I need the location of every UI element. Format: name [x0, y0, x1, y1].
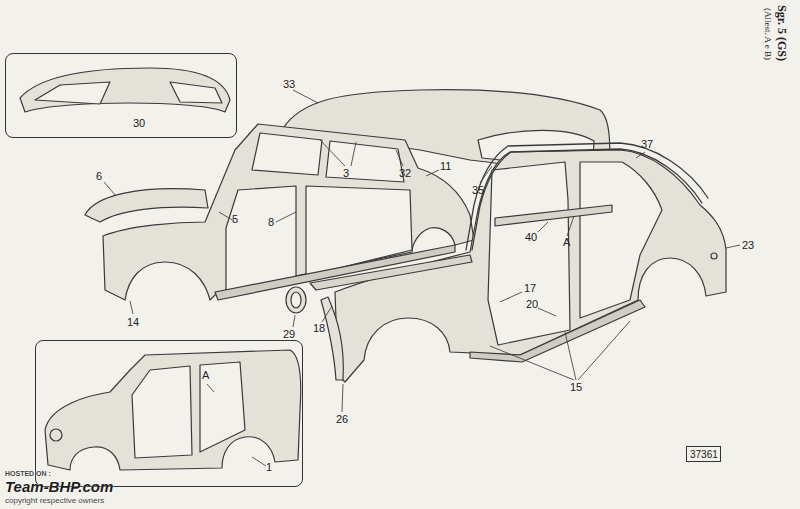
callout-number: 5	[232, 213, 238, 225]
headlight-ring	[291, 292, 301, 308]
door-opening	[488, 162, 570, 345]
door-opening	[580, 162, 662, 318]
roof-opening	[170, 82, 222, 103]
headlight-ring	[286, 287, 306, 313]
door-opening	[132, 366, 192, 458]
section-subtitle: (Allest. A e B)	[762, 8, 772, 60]
callout-number: 37	[641, 138, 653, 150]
callout-number: 3	[343, 167, 349, 179]
fender-moulding	[310, 255, 472, 290]
drawing-number: 37361	[690, 449, 718, 460]
callout-number: 29	[283, 328, 295, 340]
roof-rail-strip	[472, 149, 702, 250]
leader-lines	[104, 90, 740, 466]
callout-number: 26	[336, 413, 348, 425]
callout-number: 1	[266, 461, 272, 473]
roof-rail	[495, 205, 612, 226]
body-shell	[45, 350, 301, 470]
callout-letter: A	[563, 236, 570, 248]
windshield-opening	[252, 133, 322, 175]
callout-number: 23	[742, 239, 754, 251]
callout-number: 11	[440, 160, 451, 172]
section-title: Sgr. 5 (GS)	[775, 5, 788, 61]
drawing-number-box: 37361	[686, 446, 721, 462]
watermark: Team-BHP.com	[5, 479, 113, 496]
callout-number: 6	[96, 170, 102, 182]
door-opening	[226, 186, 296, 290]
inset-frame: A1	[35, 340, 303, 487]
watermark: copyright respective owners	[5, 497, 104, 506]
watermark: HOSTED ON :	[5, 470, 51, 478]
callout-number: A	[202, 369, 209, 381]
sill	[470, 300, 645, 362]
headlight	[50, 429, 62, 441]
roof-opening	[35, 82, 110, 104]
callout-number: 32	[399, 167, 411, 179]
callout-number: 35	[472, 184, 484, 196]
callout-number: 18	[313, 322, 325, 334]
body-side	[335, 150, 726, 382]
fender-panel	[85, 189, 208, 222]
callout-number: 15	[570, 381, 582, 393]
callout-number: 8	[268, 216, 274, 228]
callout-number: 20	[526, 298, 538, 310]
callout-number: 33	[283, 78, 295, 90]
roof-panel	[20, 68, 230, 112]
inset-frame: 30	[5, 53, 237, 138]
callout-number: 17	[524, 282, 536, 294]
callout-number: 30	[133, 117, 145, 129]
roof-rail-strip	[466, 143, 708, 250]
windshield-opening	[326, 141, 404, 182]
tail-light	[711, 253, 717, 259]
callout-number: 14	[127, 316, 139, 328]
door-opening	[200, 362, 245, 452]
callout-number: 40	[525, 231, 537, 243]
fender-lower	[321, 297, 343, 380]
